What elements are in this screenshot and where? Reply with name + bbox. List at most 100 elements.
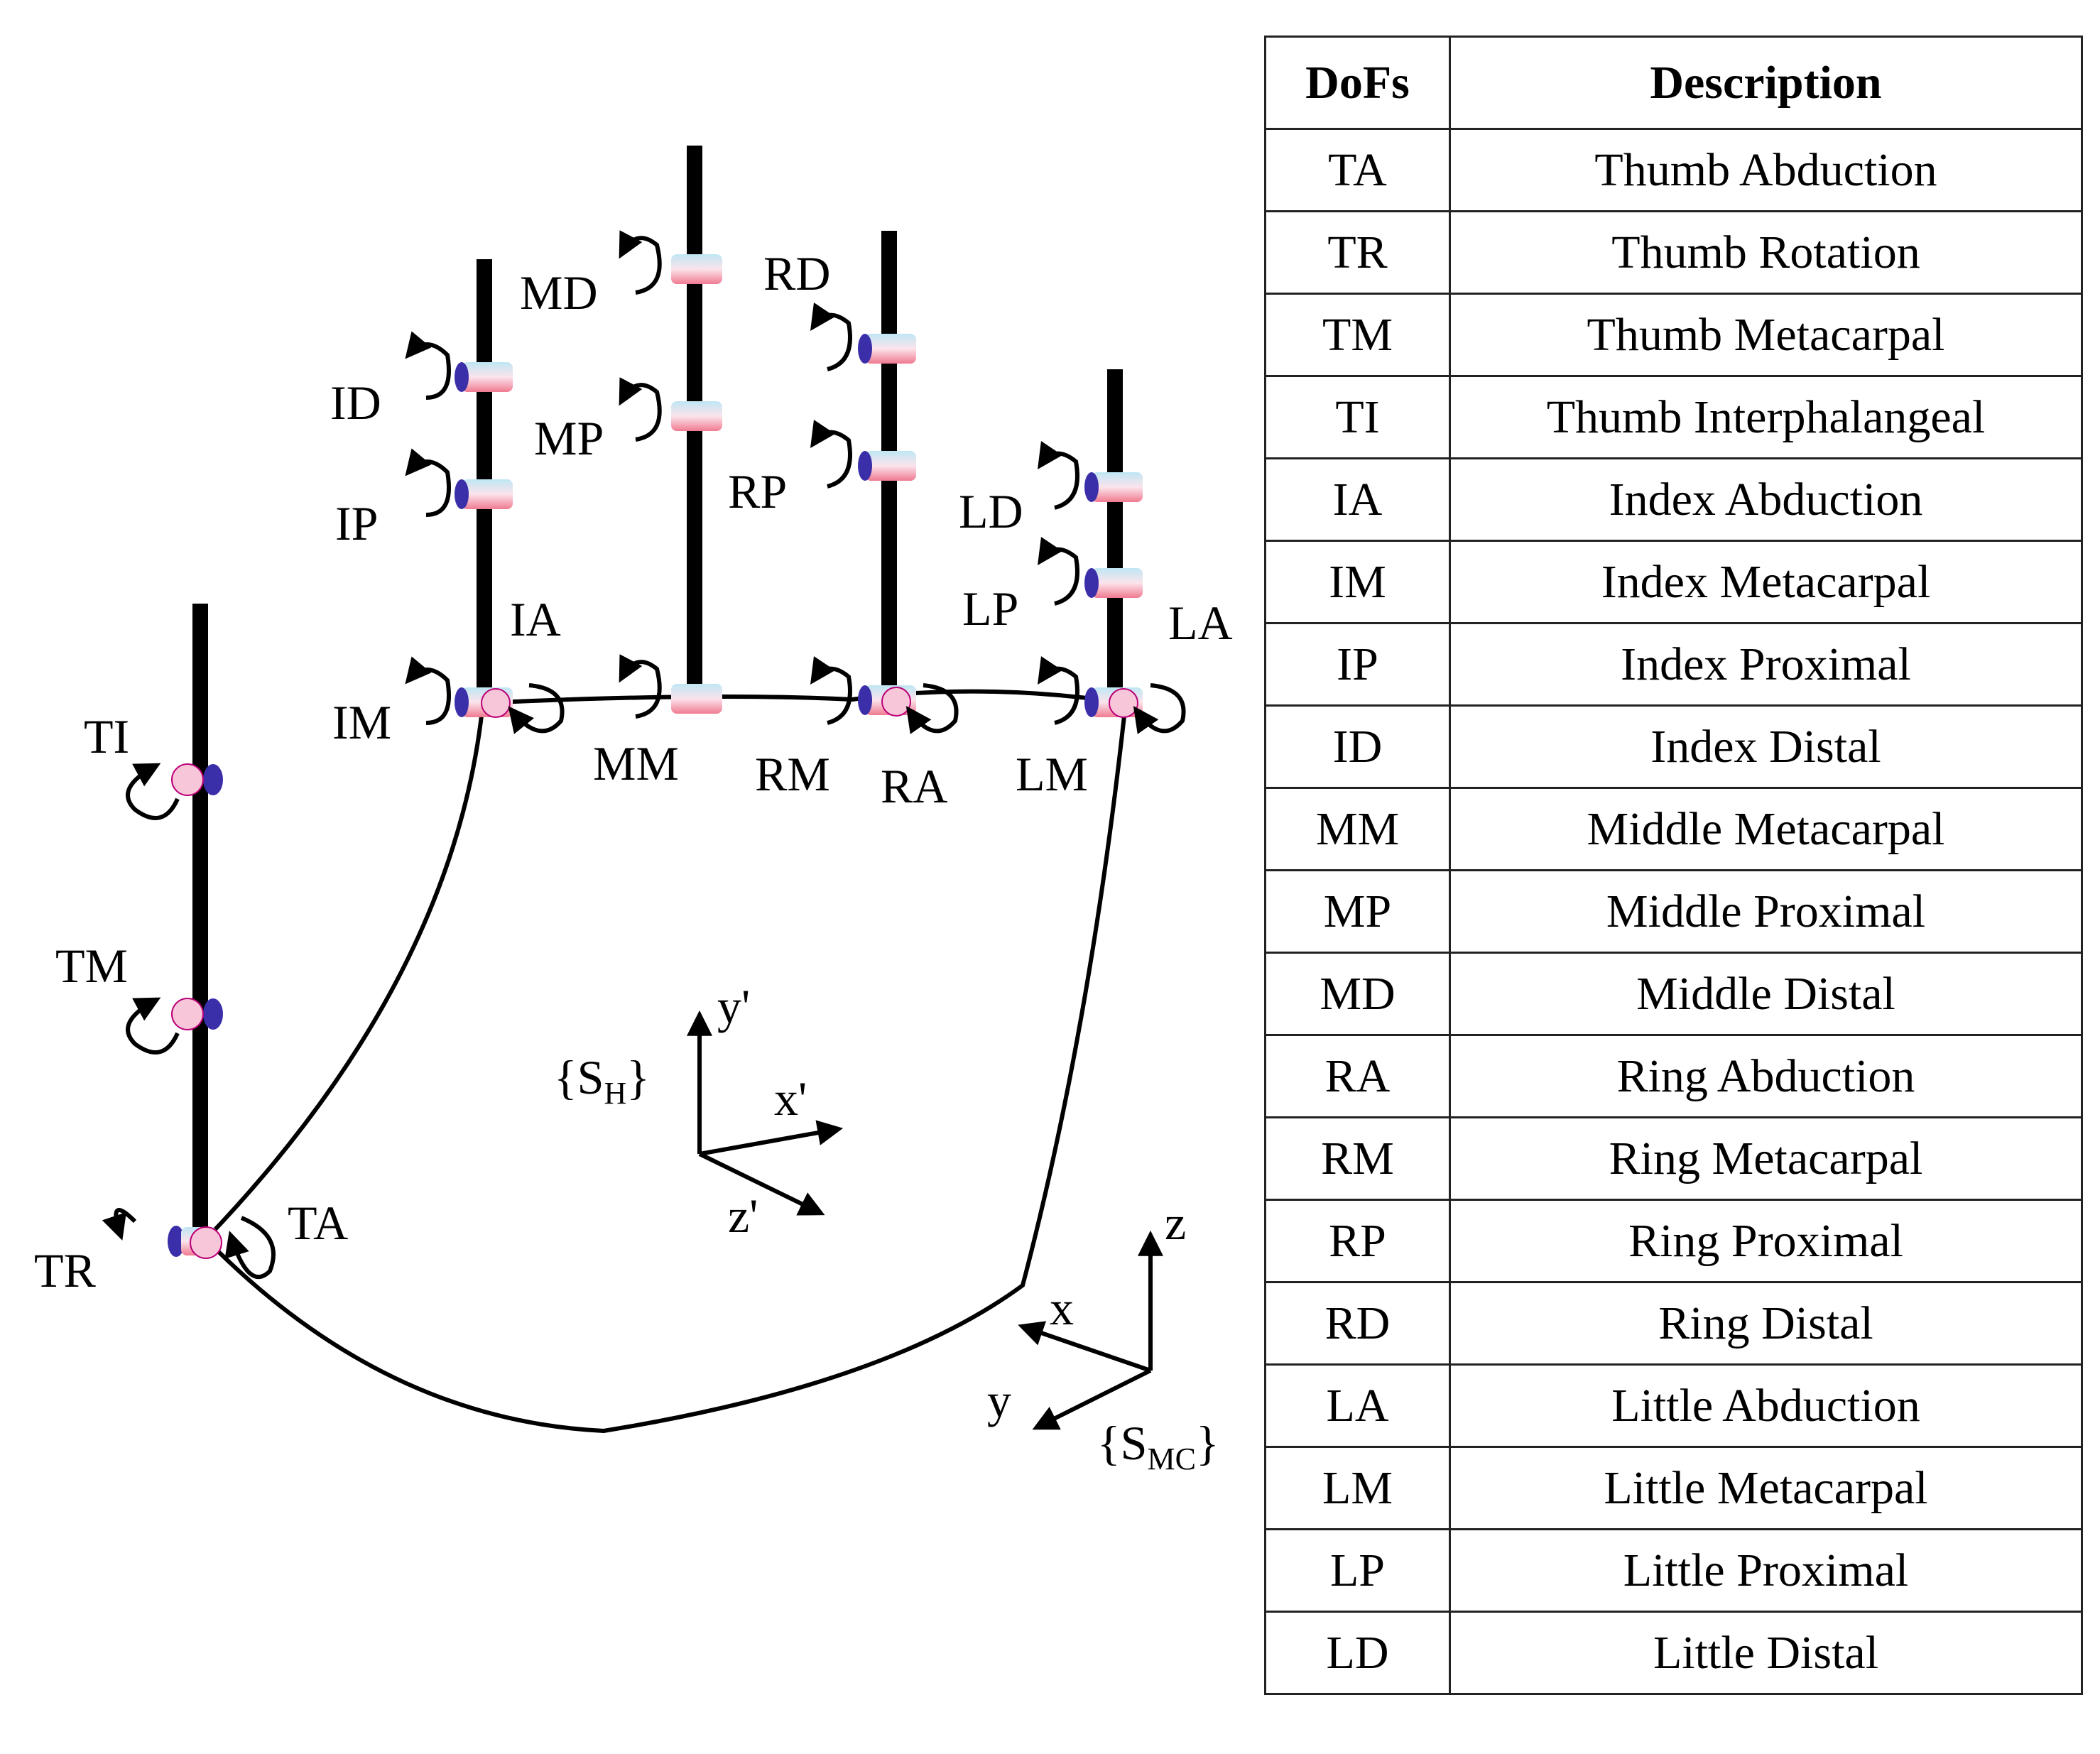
- dof-code: LD: [1264, 1611, 1451, 1695]
- label-ta: TA: [288, 1196, 348, 1250]
- joint-id: [455, 362, 513, 392]
- joint-tm: [171, 998, 223, 1030]
- dof-description: Thumb Metacarpal: [1449, 293, 2083, 377]
- dof-code: LP: [1264, 1528, 1451, 1613]
- dof-description: Little Metacarpal: [1449, 1446, 2083, 1530]
- label-la: LA: [1168, 596, 1233, 650]
- dof-description: Index Abduction: [1449, 457, 2083, 542]
- frame-hand-sub: H: [604, 1076, 626, 1111]
- label-tm: TM: [55, 939, 128, 993]
- table-header-row: DoFs Description: [1264, 36, 2083, 130]
- frame-hand: y' x' z' {SH}: [554, 979, 844, 1243]
- hand-kinematic-diagram: TI TM TA TR IA IM IP ID MM MP MD RA RM R…: [34, 146, 1233, 1476]
- label-lm: LM: [1016, 747, 1088, 801]
- joint-labels: TI TM TA TR IA IM IP ID MM MP MD RA RM R…: [34, 246, 1233, 1297]
- label-id: ID: [330, 376, 381, 430]
- dof-code: TA: [1264, 128, 1451, 212]
- dof-code: RD: [1264, 1281, 1451, 1366]
- dof-description: Ring Abduction: [1449, 1034, 2083, 1118]
- dof-code: TM: [1264, 293, 1451, 377]
- label-rd: RD: [763, 246, 830, 300]
- joint-md: [671, 254, 722, 284]
- dof-code: RP: [1264, 1199, 1451, 1283]
- label-mm: MM: [593, 736, 679, 790]
- joint-rm-ra: [858, 685, 916, 717]
- dof-code: LA: [1264, 1363, 1451, 1448]
- frame-hand-close-brace: }: [626, 1050, 650, 1104]
- joint-cylinders: [168, 254, 1143, 1259]
- frame-hand-name: {SH}: [554, 1050, 650, 1111]
- dof-code: IM: [1264, 540, 1451, 624]
- frame-mc-sub: MC: [1147, 1442, 1195, 1476]
- frame-hand-y-label: y': [717, 979, 750, 1033]
- rotation-arrows: [102, 230, 1186, 1280]
- label-md: MD: [520, 266, 598, 320]
- dof-description: Middle Proximal: [1449, 869, 2083, 954]
- dof-description: Little Distal: [1449, 1611, 2083, 1695]
- label-im: IM: [332, 695, 391, 749]
- frame-mc-base: S: [1121, 1416, 1148, 1470]
- frame-mc-name: {SMC}: [1097, 1416, 1219, 1476]
- dof-code: MP: [1264, 869, 1451, 954]
- joint-ld: [1084, 472, 1143, 502]
- joint-rd: [858, 334, 916, 364]
- frame-mc-x-label: x: [1050, 1281, 1074, 1335]
- dof-code: LM: [1264, 1446, 1451, 1530]
- dof-description: Index Distal: [1449, 704, 2083, 789]
- frame-mc-close-brace: }: [1196, 1416, 1219, 1470]
- frame-mc-z-label: z: [1165, 1196, 1186, 1250]
- dof-description: Ring Distal: [1449, 1281, 2083, 1366]
- dof-description: Ring Metacarpal: [1449, 1116, 2083, 1201]
- dof-description: Little Abduction: [1449, 1363, 2083, 1448]
- joint-ta-tr: [168, 1226, 222, 1259]
- label-lp: LP: [962, 582, 1018, 636]
- dof-code: ID: [1264, 704, 1451, 789]
- header-description: Description: [1449, 36, 2083, 130]
- frame-hand-x-label: x': [774, 1072, 807, 1126]
- frame-mc-open-brace: {: [1097, 1416, 1121, 1470]
- dof-code: RA: [1264, 1034, 1451, 1118]
- dof-code: TI: [1264, 375, 1451, 459]
- joint-ip: [455, 479, 513, 509]
- dof-description: Thumb Interphalangeal: [1449, 375, 2083, 459]
- dof-description: Ring Proximal: [1449, 1199, 2083, 1283]
- dof-description: Index Proximal: [1449, 622, 2083, 707]
- frame-hand-z-label: z': [728, 1189, 758, 1243]
- palm-outline: [202, 689, 1128, 1434]
- label-ra: RA: [881, 759, 947, 813]
- dof-code: MD: [1264, 952, 1451, 1036]
- dof-code: IA: [1264, 457, 1451, 542]
- joint-lm-la: [1084, 687, 1143, 718]
- dof-code: IP: [1264, 622, 1451, 707]
- frame-mc: z x y {SMC}: [987, 1196, 1219, 1476]
- dof-code: RM: [1264, 1116, 1451, 1201]
- label-tr: TR: [34, 1243, 97, 1297]
- label-mp: MP: [534, 411, 604, 465]
- joint-lp: [1084, 568, 1143, 598]
- joint-mp: [671, 401, 722, 431]
- frame-hand-base: S: [577, 1050, 604, 1104]
- header-dofs: DoFs: [1264, 36, 1451, 130]
- joint-mm: [671, 684, 722, 714]
- label-ld: LD: [959, 484, 1023, 538]
- joint-im-ia: [455, 687, 513, 718]
- label-ip: IP: [335, 496, 378, 550]
- dof-description: Thumb Abduction: [1449, 128, 2083, 212]
- label-ti: TI: [84, 709, 129, 763]
